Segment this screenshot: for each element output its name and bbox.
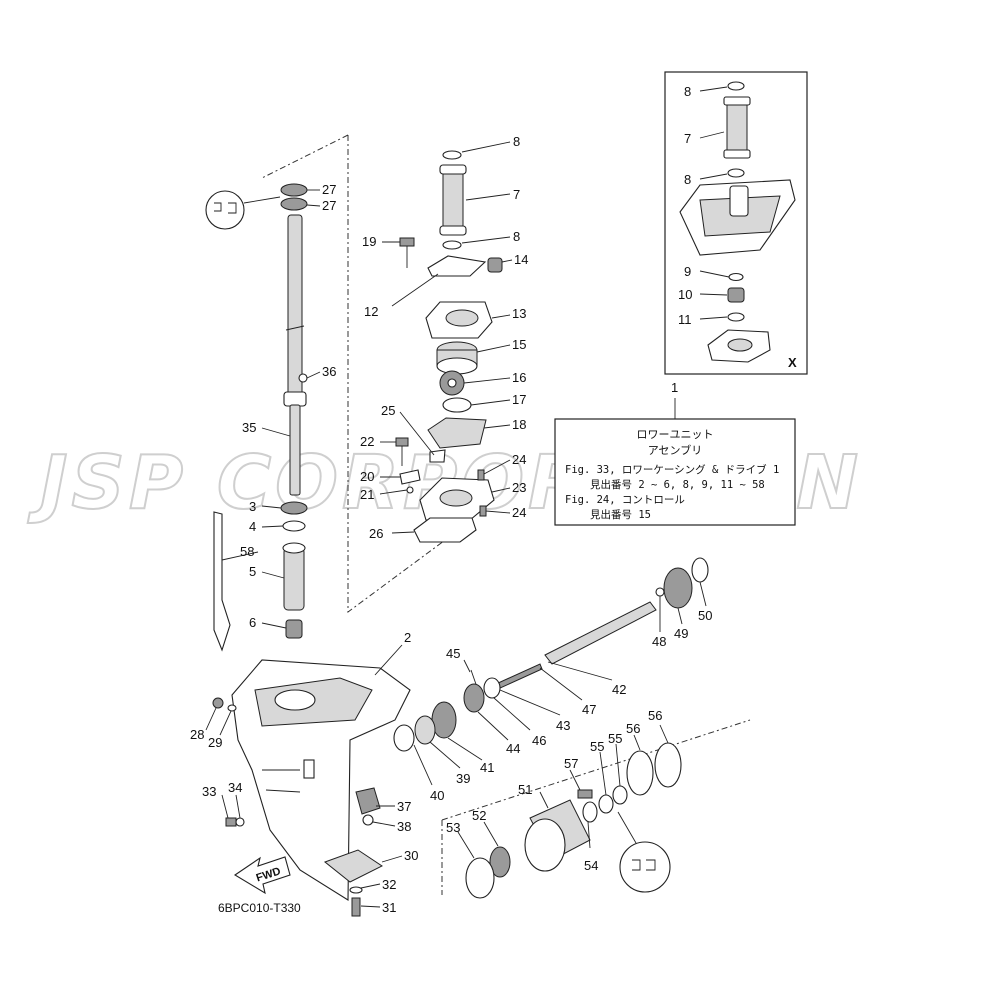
legend-line-3: Fig. 24, コントロール (565, 494, 685, 506)
label-13: 13 (512, 306, 526, 321)
label-29: 29 (208, 735, 222, 750)
label-24-upper: 24 (512, 452, 526, 467)
label-4: 4 (249, 519, 256, 534)
label-48: 48 (652, 634, 666, 649)
label-22: 22 (360, 434, 374, 449)
label-15: 15 (512, 337, 526, 352)
label-5: 5 (249, 564, 256, 579)
label-56-right: 56 (648, 708, 662, 723)
label-34: 34 (228, 780, 242, 795)
legend-subtitle: アセンブリ (648, 443, 702, 457)
label-33: 33 (202, 784, 216, 799)
label-39: 39 (456, 771, 470, 786)
label-50: 50 (698, 608, 712, 623)
label-40: 40 (430, 788, 444, 803)
label-25: 25 (381, 403, 395, 418)
label-27-upper: 27 (322, 182, 336, 197)
assembly-legend: 1 ロワーユニット アセンブリ Fig. 33, ロワーケーシング & ドライブ… (554, 380, 796, 526)
label-38: 38 (397, 819, 411, 834)
label-8-lower: 8 (513, 229, 520, 244)
label-2: 2 (404, 630, 411, 645)
label-55-right: 55 (608, 731, 622, 746)
pump-group-frame (261, 134, 453, 613)
label-17: 17 (512, 392, 526, 407)
forward-arrow: FWD (233, 856, 291, 895)
label-45: 45 (446, 646, 460, 661)
label-3: 3 (249, 499, 256, 514)
drive-shaft (283, 214, 308, 496)
label-47: 47 (582, 702, 596, 717)
label-56-left: 56 (626, 721, 640, 736)
label-inset-9: 9 (684, 264, 691, 279)
label-49: 49 (674, 626, 688, 641)
label-54: 54 (584, 858, 598, 873)
detail-callout-27 (205, 190, 245, 230)
label-16: 16 (512, 370, 526, 385)
label-58: 58 (240, 544, 254, 559)
label-26: 26 (369, 526, 383, 541)
label-8-top: 8 (513, 134, 520, 149)
label-7: 7 (513, 187, 520, 202)
label-21: 21 (360, 487, 374, 502)
part-number-labels: 8 7 8 19 14 12 13 15 16 17 18 25 22 20 2… (190, 134, 712, 915)
inset-panel: X 8 7 8 9 10 11 (664, 71, 808, 375)
label-inset-8-bottom: 8 (684, 172, 691, 187)
label-32: 32 (382, 877, 396, 892)
label-24-lower: 24 (512, 505, 526, 520)
legend-line-2: 見出番号 2 ~ 6, 8, 9, 11 ~ 58 (590, 478, 765, 491)
label-51: 51 (518, 782, 532, 797)
leader-lines (205, 141, 707, 908)
label-52: 52 (472, 808, 486, 823)
label-55-left: 55 (590, 739, 604, 754)
label-43: 43 (556, 718, 570, 733)
inset-tag: X (788, 355, 797, 370)
label-14: 14 (514, 252, 528, 267)
label-41: 41 (480, 760, 494, 775)
label-12: 12 (364, 304, 378, 319)
label-53: 53 (446, 820, 460, 835)
label-18: 18 (512, 417, 526, 432)
label-legend-1: 1 (671, 380, 678, 395)
detail-callout-55 (619, 841, 671, 893)
label-36: 36 (322, 364, 336, 379)
label-inset-11: 11 (678, 312, 692, 327)
legend-title: ロワーユニット (637, 428, 714, 441)
label-42: 42 (612, 682, 626, 697)
legend-line-1: Fig. 33, ロワーケーシング & ドライブ 1 (565, 463, 779, 476)
label-inset-7: 7 (684, 131, 691, 146)
label-27-lower: 27 (322, 198, 336, 213)
label-44: 44 (506, 741, 520, 756)
label-35: 35 (242, 420, 256, 435)
reference-code: 6BPC010-T330 (218, 901, 301, 915)
label-19: 19 (362, 234, 376, 249)
label-37: 37 (397, 799, 411, 814)
label-inset-8-top: 8 (684, 84, 691, 99)
label-20: 20 (360, 469, 374, 484)
lower-casing (231, 659, 411, 901)
label-28: 28 (190, 727, 204, 742)
label-inset-10: 10 (678, 287, 692, 302)
label-30: 30 (404, 848, 418, 863)
legend-line-4: 見出番号 15 (590, 508, 651, 521)
label-23: 23 (512, 480, 526, 495)
label-46: 46 (532, 733, 546, 748)
label-31: 31 (382, 900, 396, 915)
label-6: 6 (249, 615, 256, 630)
label-57: 57 (564, 756, 578, 771)
prop-group-frame (441, 719, 751, 895)
